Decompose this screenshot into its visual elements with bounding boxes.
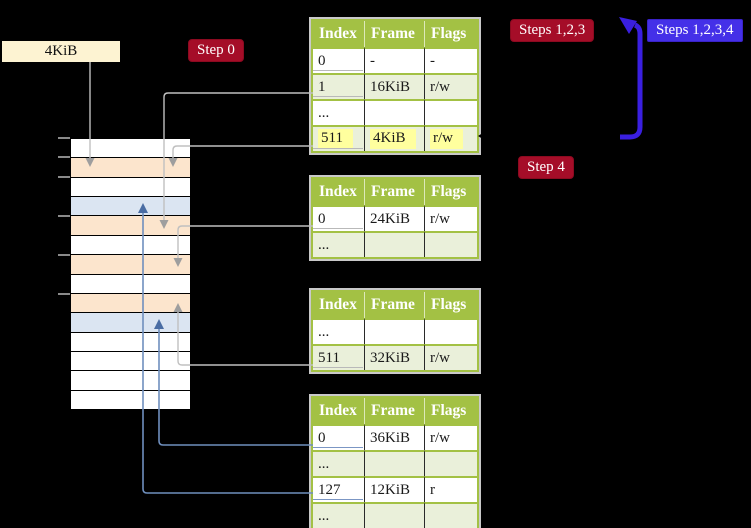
header-index: Index [313, 21, 365, 47]
badge-step4: Step 4 [518, 156, 574, 179]
arrow-t3r511-to-frame32 [177, 311, 313, 366]
header-flags: Flags [425, 21, 477, 47]
cell-index: ... [313, 231, 365, 257]
cell-frame [365, 99, 425, 125]
cell-flags: - [425, 47, 477, 73]
memory-frame-blue [71, 313, 190, 333]
memory-frame-white [71, 235, 190, 256]
cell-frame-highlighted: 4KiB [365, 125, 425, 151]
cell-flags: r/w [425, 73, 477, 99]
arrow-t2r0-to-frame24 [177, 225, 313, 259]
header-frame: Frame [365, 398, 425, 424]
arrow-t1r511-to-frame4 [172, 145, 313, 159]
memory-frame-peach [71, 158, 190, 178]
memory-frame-peach [71, 293, 190, 314]
physical-memory [70, 138, 191, 410]
header-index: Index [313, 292, 365, 318]
cell-index: ... [313, 502, 365, 528]
memory-tick [58, 293, 70, 295]
memory-frame-peach [71, 216, 190, 236]
header-flags: Flags [425, 292, 477, 318]
cell-index: 1 [313, 73, 365, 99]
cell-frame [365, 502, 425, 528]
cell-flags: r/w [425, 424, 477, 450]
memory-frame-white [71, 177, 190, 198]
highlight: r/w [430, 129, 463, 149]
cell-frame: 24KiB [365, 205, 425, 231]
cell-index: 0 [313, 424, 365, 450]
steps-loop-arrowhead [619, 17, 637, 34]
cell-frame: 16KiB [365, 73, 425, 99]
frame-size-label: 4KiB [2, 41, 120, 62]
cell-index: ... [313, 318, 365, 344]
page-table-4: Index Frame Flags 0 36KiB r/w ... 127 12… [309, 394, 481, 528]
memory-tick [58, 215, 70, 217]
cell-flags [425, 318, 477, 344]
cell-index: ... [313, 99, 365, 125]
cell-flags: r/w [425, 344, 477, 370]
header-flags: Flags [425, 398, 477, 424]
header-flags: Flags [425, 179, 477, 205]
badge-steps123: Steps 1,2,3 [510, 19, 595, 42]
highlight: 4KiB [370, 129, 416, 149]
cell-flags: r/w [425, 205, 477, 231]
memory-frame-peach [71, 255, 190, 275]
cell-frame: 12KiB [365, 476, 425, 502]
memory-frame-white [71, 139, 190, 159]
header-index: Index [313, 398, 365, 424]
memory-frame-white [71, 274, 190, 294]
cell-index-highlighted: 511 [313, 125, 365, 151]
memory-tick [58, 156, 70, 158]
cell-flags [425, 231, 477, 257]
cell-frame [365, 318, 425, 344]
cell-flags: r [425, 476, 477, 502]
memory-frame-white [71, 351, 190, 372]
memory-frame-white [71, 332, 190, 352]
cell-index: 127 [313, 476, 365, 502]
memory-tick [58, 176, 70, 178]
page-table-2: Index Frame Flags 0 24KiB r/w ... [309, 175, 481, 261]
cell-flags [425, 502, 477, 528]
header-index: Index [313, 179, 365, 205]
highlight: 511 [318, 129, 353, 149]
cell-frame: - [365, 47, 425, 73]
cell-flags [425, 99, 477, 125]
memory-frame-blue [71, 197, 190, 217]
steps-loop-arrow [620, 22, 643, 140]
cell-flags-highlighted: r/w [425, 125, 477, 151]
memory-tick [58, 137, 70, 139]
memory-frame-white [71, 371, 190, 391]
cell-flags [425, 450, 477, 476]
cell-frame: 32KiB [365, 344, 425, 370]
page-table-1: Index Frame Flags 0 - - 1 16KiB r/w ... … [309, 17, 481, 155]
badge-step0: Step 0 [188, 39, 244, 62]
header-frame: Frame [365, 292, 425, 318]
marker-table1-511 [478, 131, 486, 141]
page-table-3: Index Frame Flags ... 511 32KiB r/w [309, 288, 481, 374]
cell-frame: 36KiB [365, 424, 425, 450]
cell-frame [365, 231, 425, 257]
memory-tick [58, 254, 70, 256]
cell-index: 0 [313, 47, 365, 73]
cell-index: ... [313, 450, 365, 476]
header-frame: Frame [365, 21, 425, 47]
cell-index: 0 [313, 205, 365, 231]
cell-frame [365, 450, 425, 476]
badge-steps1234: Steps 1,2,3,4 [647, 19, 743, 42]
memory-frame-white [71, 390, 190, 410]
header-frame: Frame [365, 179, 425, 205]
cell-index: 511 [313, 344, 365, 370]
